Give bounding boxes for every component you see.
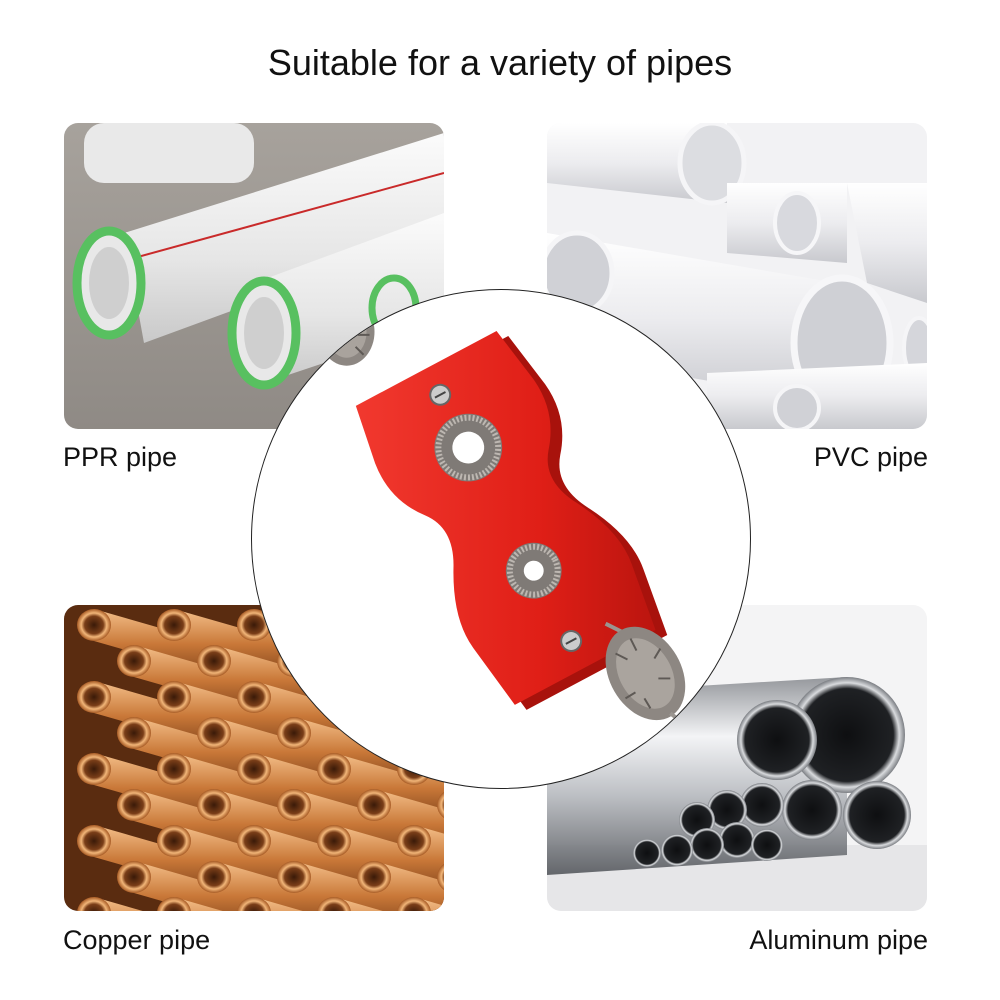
reamer-body — [355, 331, 668, 710]
aluminum-pipe-label: Aluminum pipe — [749, 925, 928, 955]
ppr-pipe-photo — [64, 123, 444, 429]
ppr-pipe-label: PPR pipe — [63, 442, 178, 472]
bottom-wire-brush-icon — [604, 621, 692, 730]
pvc-pipe-photo — [547, 123, 927, 429]
copper-pipe-photo — [64, 605, 444, 911]
product-photo-circle — [251, 289, 751, 789]
pipe-reamer-tool-photo — [318, 297, 692, 730]
page-title: Suitable for a variety of pipes — [267, 42, 733, 83]
pvc-pipe-label: PVC pipe — [813, 442, 928, 472]
copper-pipe-label: Copper pipe — [63, 925, 211, 955]
